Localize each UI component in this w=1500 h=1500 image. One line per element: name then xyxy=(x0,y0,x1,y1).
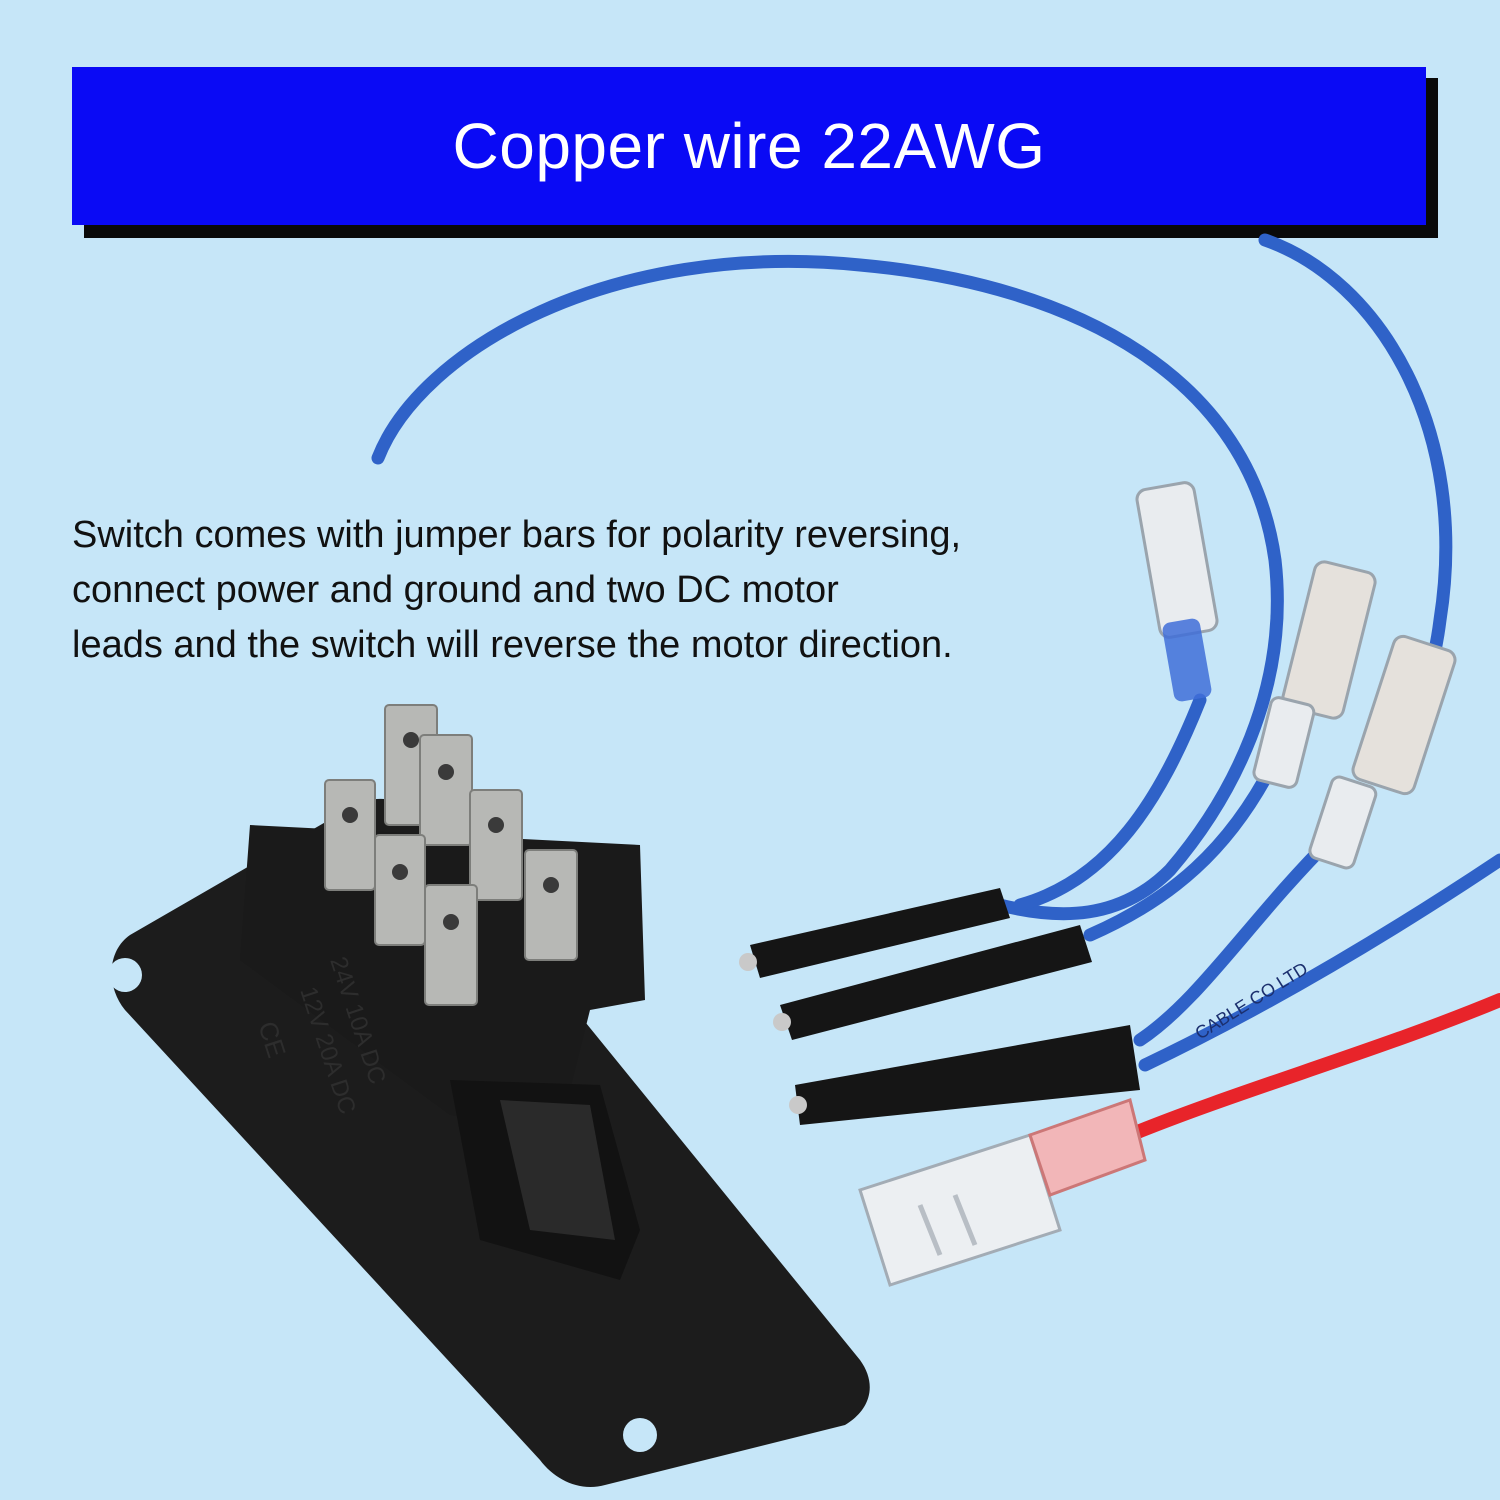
red-wire xyxy=(1123,993,1500,1142)
sleeve-pin-ends xyxy=(739,953,807,1114)
blue-wire-loop xyxy=(371,255,1284,921)
description: Switch comes with jumper bars for polari… xyxy=(72,508,1152,673)
heat-shrink-sleeves xyxy=(750,888,1140,1125)
terminal-3 xyxy=(1308,634,1457,870)
pin-holes xyxy=(342,732,559,930)
blue-wire-mid xyxy=(1083,753,1282,942)
heat-shrink-1 xyxy=(750,888,1010,978)
blue-wire-lower xyxy=(1133,833,1337,1047)
banner-title: Copper wire 22AWG xyxy=(452,110,1046,182)
blue-wire-right-2 xyxy=(1013,693,1207,912)
mount-hole-3 xyxy=(623,1418,657,1452)
blue-wires xyxy=(371,233,1500,1072)
spade-terminals xyxy=(858,481,1457,1287)
description-line-2: connect power and ground and two DC moto… xyxy=(72,569,839,611)
terminal-2 xyxy=(1252,560,1377,789)
switch-pins xyxy=(324,704,578,1006)
mount-hole-2 xyxy=(758,1208,792,1242)
heat-shrink-3 xyxy=(795,1025,1140,1125)
blue-wire-long xyxy=(1138,853,1500,1072)
heat-shrink-2 xyxy=(780,925,1092,1040)
terminal-1 xyxy=(1135,481,1219,702)
terminal-red xyxy=(858,1098,1147,1287)
description-line-1: Switch comes with jumper bars for polari… xyxy=(72,514,962,556)
title-banner: Copper wire 22AWG xyxy=(72,67,1426,225)
mount-hole-1 xyxy=(108,958,142,992)
rocker-switch: 12V 20A DC 24V 10A DC CE xyxy=(240,704,645,1280)
description-line-3: leads and the switch will reverse the mo… xyxy=(72,624,953,666)
